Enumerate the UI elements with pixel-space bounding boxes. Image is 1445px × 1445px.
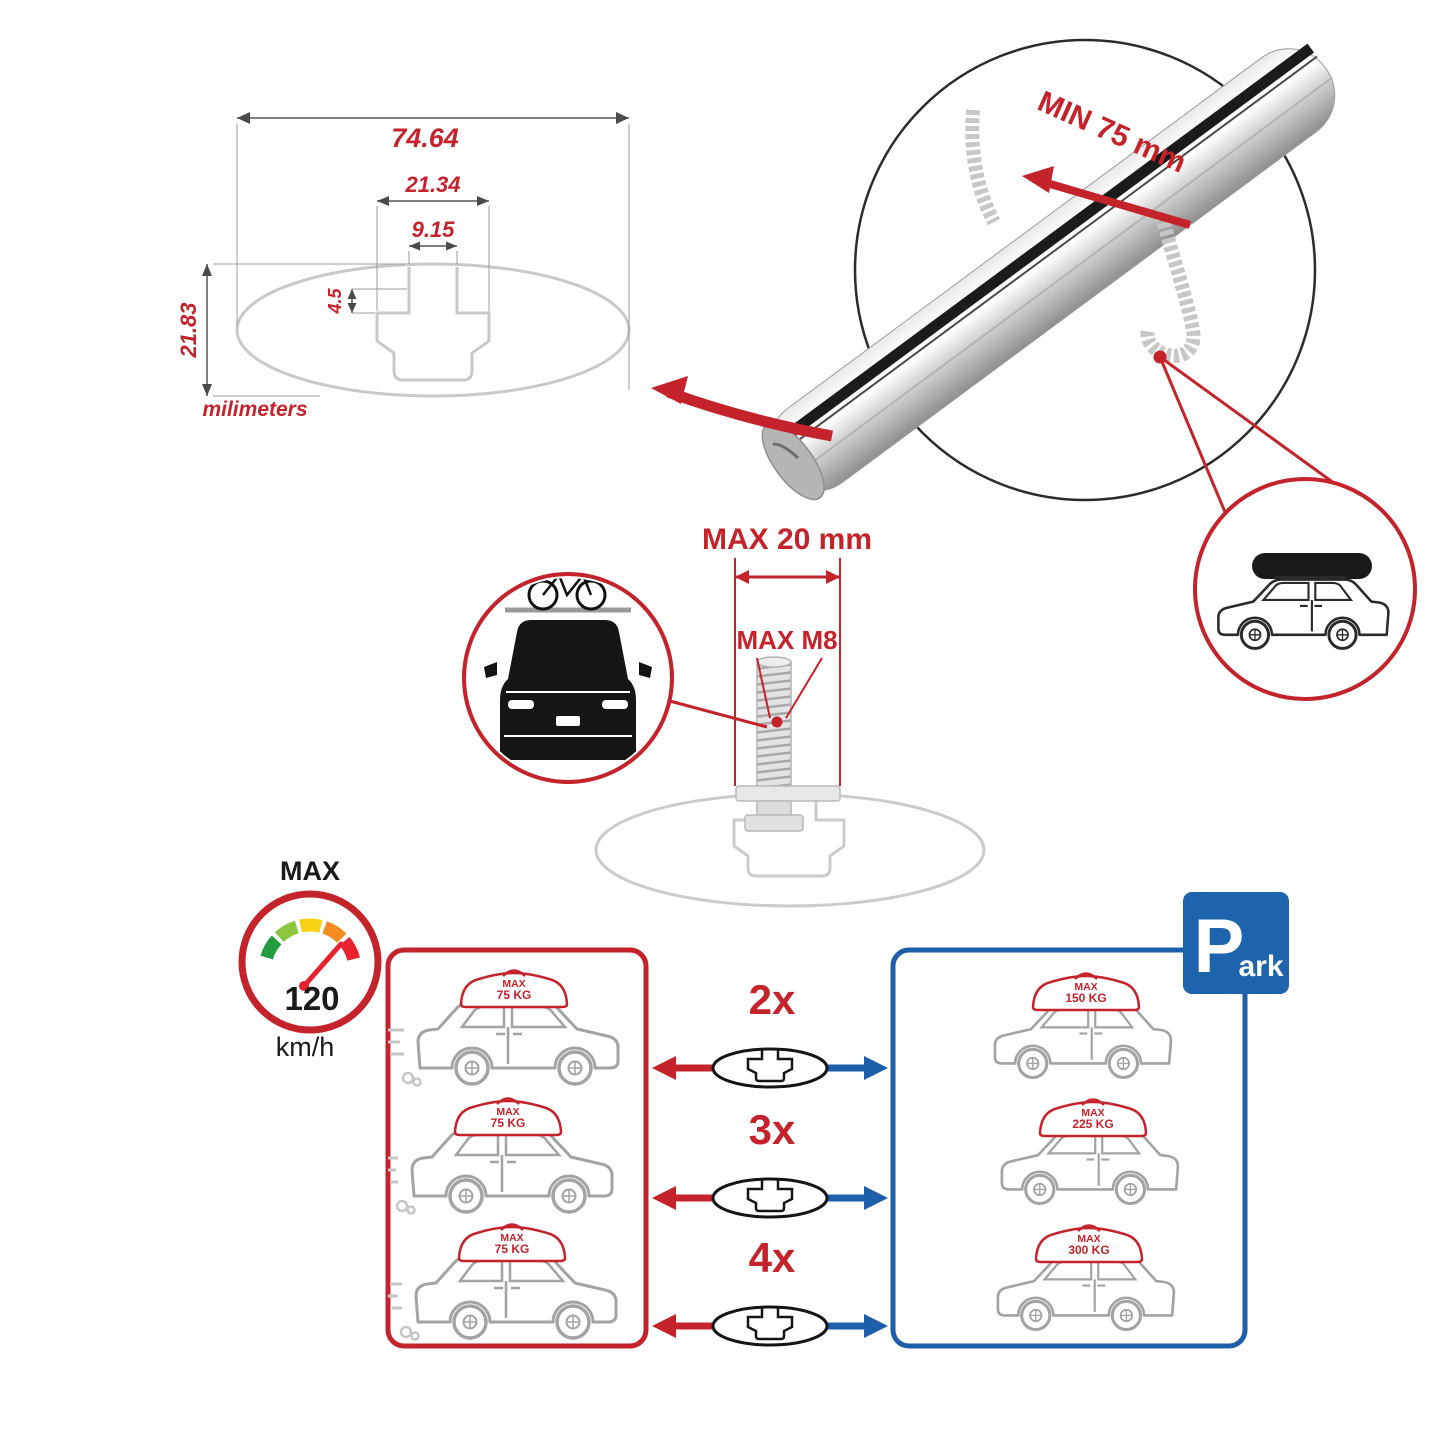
zoom-arrowhead [651,376,688,404]
cargo-weight-label: 225 KG [1072,1117,1113,1131]
car-front-icon [484,620,652,760]
left-arrowhead [652,1314,676,1338]
park-sign: P ark [1183,892,1289,994]
left-arrowhead [652,1056,676,1080]
parked-car-3: MAX 300 KG [996,1224,1176,1332]
bar-render-section: MIN 75 mm [761,38,1417,701]
crossbar-section-icon [711,1047,829,1089]
t-slot-profile-2 [732,798,846,878]
aluminum-crossbar [761,43,1336,501]
gauge-units: km/h [276,1032,335,1062]
gauge-title: MAX [280,856,340,886]
driving-car-3: MAX 75 KG [388,1223,618,1341]
driving-panel: MAX 75 KG MAX 75 KG MAX 75 KG [385,947,649,1349]
zoom-arrow [666,386,833,442]
max-thread-label: MAX M8 [736,625,837,655]
crossbar-section-icon [711,1177,829,1219]
gauge-needle [301,941,344,989]
bar-count-rows: 2x 3x 4x [652,976,888,1347]
cargo-weight-label: 75 KG [497,988,532,1002]
parked-panel-border [890,947,1248,1349]
parked-car-2: MAX 225 KG [1000,1098,1180,1206]
dim-slot-width: 9.15 [412,217,456,242]
driving-panel-border [385,947,649,1349]
cargo-weight-label: 75 KG [495,1242,530,1256]
profile-ellipse [235,262,631,398]
bar-count-2: 3x [749,1106,796,1153]
t-slot-profile [375,267,491,382]
cargo-max-label: MAX [500,1232,523,1244]
min-clamp-arrowhead [1022,166,1054,193]
speedometer-icon [238,890,382,1034]
dim-height: 21.83 [176,302,201,358]
right-arrowhead [864,1186,888,1210]
right-arrowhead [864,1314,888,1338]
suv-with-roofbox-icon [1216,553,1390,650]
crossbar-cross-section-drawing: 74.64 21.34 9.15 4.5 21.83 milimeters [176,112,631,421]
thread-callout-dot [771,716,783,728]
left-arrowhead [652,1186,676,1210]
units-label: milimeters [202,398,307,421]
dim-total-width: 74.64 [391,123,459,153]
park-sign-letter: P [1194,904,1245,989]
min-clamp-arrow [1038,177,1192,229]
threaded-clamp-rod-2 [1140,213,1201,363]
gauge-value: 120 [284,980,339,1017]
right-arrowhead [864,1056,888,1080]
car-with-bike-icon [484,578,652,760]
zoom-circle [853,38,1317,502]
parked-car-1: MAX 150 KG [993,972,1173,1080]
park-sign-suffix: ark [1238,950,1283,983]
bar-count-1: 2x [749,976,796,1023]
crossbar-section-icon [711,1305,829,1347]
cargo-max-label: MAX [1074,981,1097,993]
max-length-label: MAX 20 mm [702,523,872,556]
cargo-weight-label: 75 KG [491,1116,526,1130]
parked-panel: MAX 150 KG MAX 225 KG MAX 300 KG P ark [890,892,1289,1349]
dim-cavity-width: 21.34 [404,172,460,197]
driving-car-2: MAX 75 KG [388,1097,614,1215]
threaded-clamp-rod-1 [965,109,1001,226]
cargo-max-label: MAX [1081,1107,1104,1119]
dim-lip-depth: 4.5 [325,288,345,315]
driving-car-1: MAX 75 KG [388,969,620,1087]
cargo-max-label: MAX [1077,1233,1100,1245]
cargo-max-label: MAX [502,978,525,990]
cargo-weight-label: 300 KG [1068,1243,1109,1257]
cargo-max-label: MAX [496,1106,519,1118]
roof-box [1252,553,1372,579]
threaded-bolt [735,656,841,832]
cargo-weight-label: 150 KG [1065,991,1106,1005]
bolt-section: MAX 20 mm MAX M8 [462,523,986,908]
speed-limit-gauge: MAX 120 km/h [238,856,382,1062]
bar-count-3: 4x [749,1234,796,1281]
